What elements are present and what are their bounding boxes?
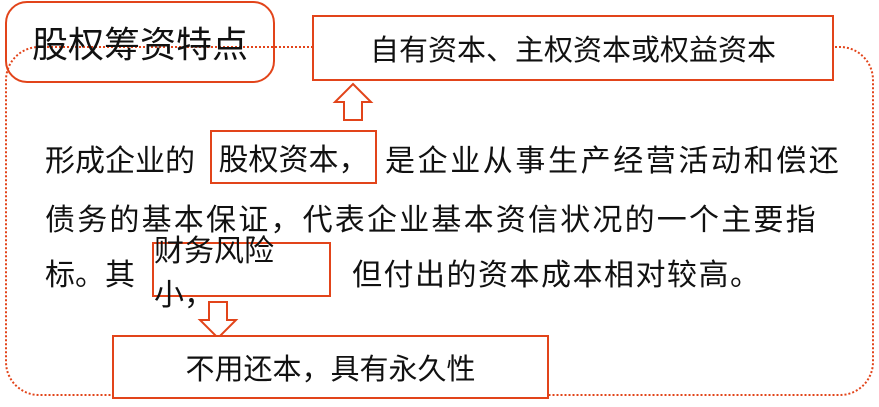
highlight1-text: 股权资本， <box>218 143 369 178</box>
title-box: 股权筹资特点 <box>5 1 275 83</box>
callout-bottom-text: 不用还本，具有永久性 <box>185 352 476 386</box>
highlight-equity-capital: 股权资本， <box>210 130 377 184</box>
callout-top-box: 自有资本、主权资本或权益资本 <box>312 15 834 81</box>
callout-bottom-box: 不用还本，具有永久性 <box>112 335 549 399</box>
body-line3-b: 但付出的资本成本相对较高。 <box>352 258 762 293</box>
body-line1-b: 是企业从事生产经营活动和偿还 <box>385 144 842 179</box>
body-line1-a: 形成企业的 <box>45 144 195 179</box>
title: 股权筹资特点 <box>31 25 248 66</box>
callout-top-text: 自有资本、主权资本或权益资本 <box>369 33 776 67</box>
body-line3-a: 标。其 <box>45 258 135 293</box>
highlight2-text: 财务风险小， <box>154 233 274 313</box>
body-line2: 债务的基本保证，代表企业基本资信状况的一个主要指 <box>45 203 818 238</box>
highlight-low-risk: 财务风险小， <box>152 234 331 313</box>
arrow-up-outline-icon <box>332 82 374 121</box>
arrow-down-outline-icon <box>197 301 239 340</box>
